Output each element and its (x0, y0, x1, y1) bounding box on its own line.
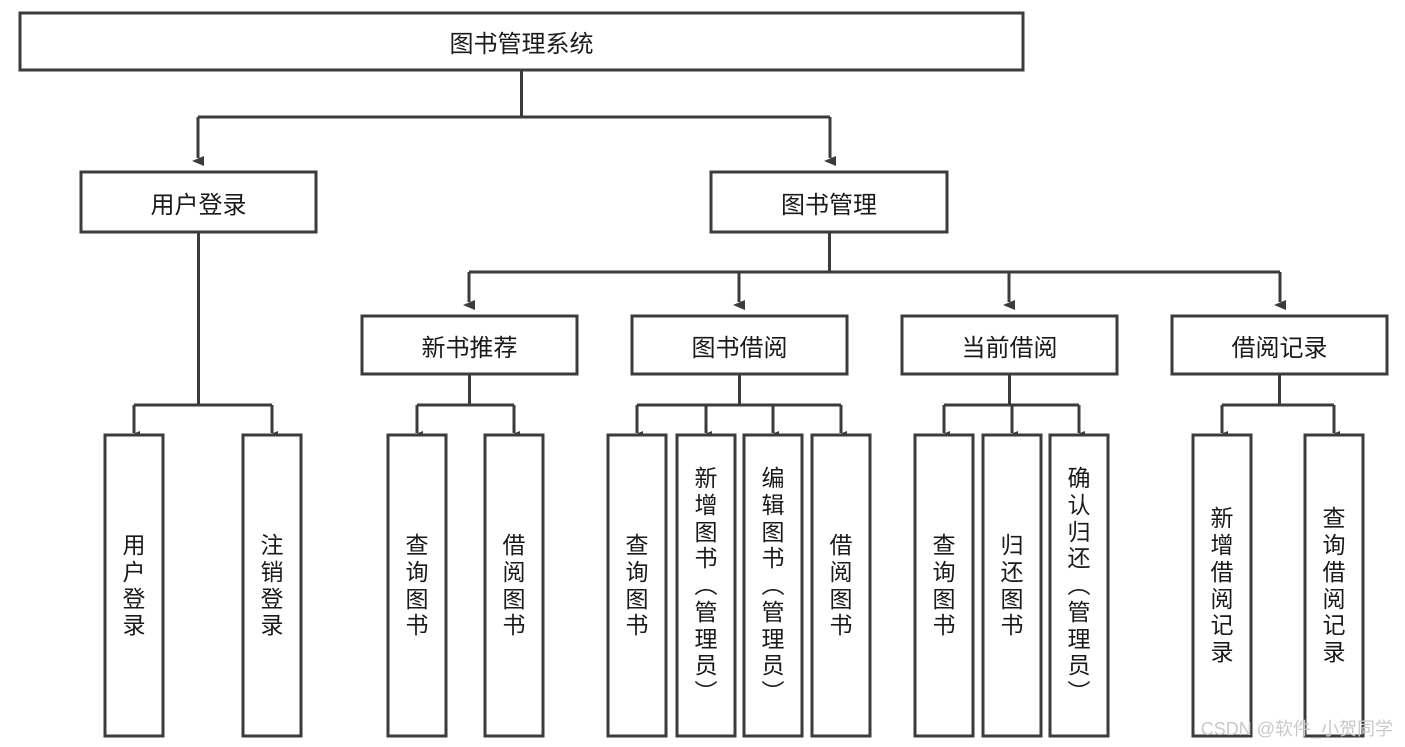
watermark-credit: CSDN @软件_小贺同学 (1200, 719, 1393, 739)
node-box-leaf-add-borrow-record[interactable] (1191, 433, 1253, 738)
connector-borrowrecord-to-leaves (1216, 374, 1340, 441)
node-box-leaf-query-book-2[interactable] (606, 433, 668, 738)
connector-newbook-to-leaves (411, 374, 520, 441)
node-box-user-login[interactable] (79, 170, 318, 234)
connector-bookborrow-to-leaves (631, 374, 847, 441)
node-box-leaf-add-book-admin[interactable] (675, 433, 737, 738)
node-box-leaf-confirm-return-admin[interactable] (1048, 433, 1110, 738)
node-box-borrow-record[interactable] (1170, 314, 1389, 376)
node-box-book-management[interactable] (709, 170, 949, 234)
node-box-current-borrow[interactable] (900, 314, 1119, 376)
node-box-leaf-query-book-1[interactable] (386, 433, 448, 738)
node-box-leaf-return-book[interactable] (981, 433, 1043, 738)
node-box-leaf-logout[interactable] (241, 433, 303, 738)
connector-bookmgmt-to-level3 (463, 232, 1286, 310)
node-box-leaf-query-book-3[interactable] (913, 433, 975, 738)
node-box-book-borrow[interactable] (630, 314, 849, 376)
node-box-leaf-query-borrow-record[interactable] (1303, 433, 1365, 738)
node-box-new-book-recommend[interactable] (360, 314, 579, 376)
connector-userlogin-to-leaves (128, 232, 278, 441)
node-box-leaf-borrow-book-1[interactable] (483, 433, 545, 738)
node-box-leaf-user-login[interactable] (103, 433, 165, 738)
node-box-root[interactable] (18, 11, 1025, 72)
connector-root-to-level2 (192, 70, 836, 166)
node-box-leaf-edit-book-admin[interactable] (742, 433, 804, 738)
connector-currentborrow-to-leaves (938, 374, 1085, 441)
node-box-leaf-borrow-book-2[interactable] (810, 433, 872, 738)
